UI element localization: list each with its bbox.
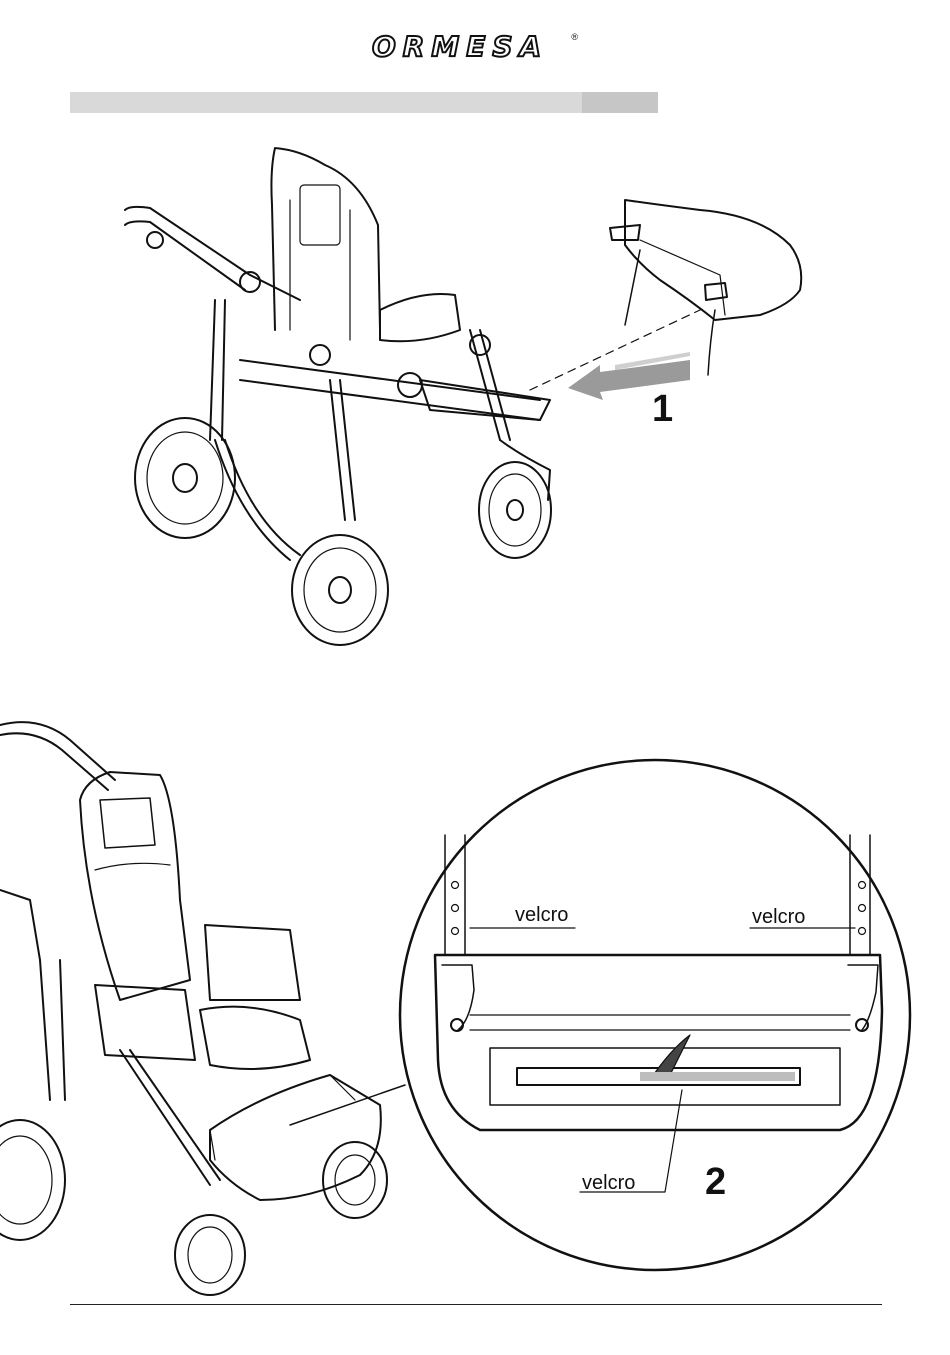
velcro-strap-detail-left: [442, 965, 474, 1030]
label-velcro-right: velcro: [752, 907, 805, 927]
step-number-2: 2: [705, 1163, 726, 1201]
seat-cover-outline: [435, 955, 882, 1130]
velcro-hatch: [640, 1072, 795, 1081]
footer-rule: [70, 1304, 882, 1305]
footrest-cushion: [210, 1075, 381, 1200]
backrest-2: [80, 772, 190, 1000]
seat-2: [200, 1007, 310, 1069]
illustration-velcro-detail: [0, 0, 950, 1300]
side-pad-right: [205, 925, 300, 1000]
push-handle-2: [0, 722, 115, 790]
wheel-2-right: [323, 1142, 387, 1218]
label-velcro-left: velcro: [515, 905, 568, 925]
label-velcro-bottom: velcro: [582, 1173, 635, 1193]
velcro-strap-detail-right: [848, 965, 878, 1030]
side-pad-left: [95, 985, 195, 1060]
